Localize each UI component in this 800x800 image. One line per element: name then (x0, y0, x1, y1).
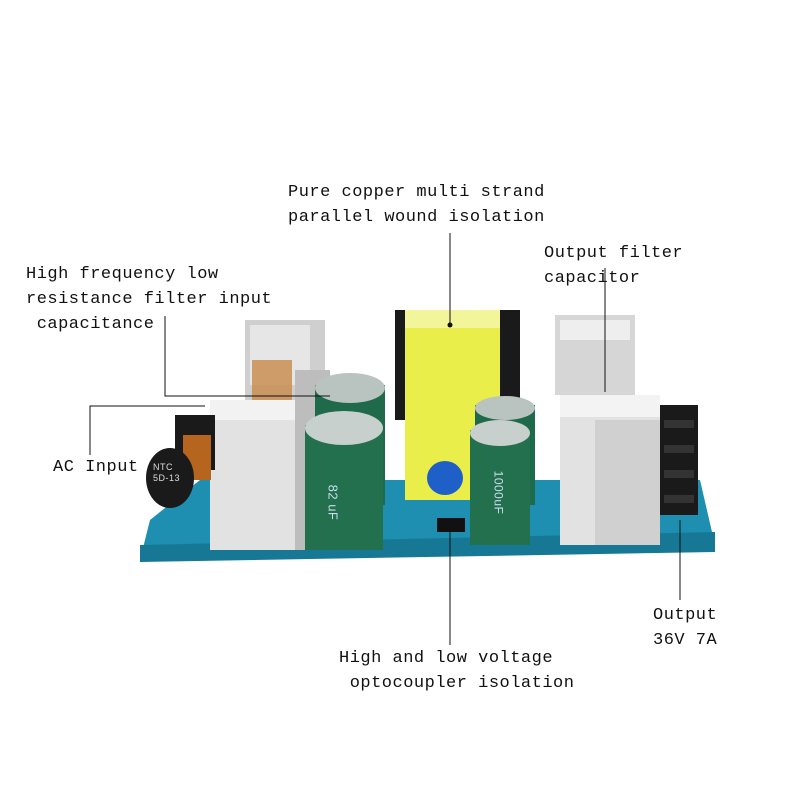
y-capacitor (427, 461, 463, 495)
leader-dot (447, 322, 453, 328)
leader-ac-input (89, 405, 205, 455)
output-cap-marking: 1000uF (491, 470, 506, 515)
label-line: High frequency low (26, 265, 219, 284)
left-heatsink (210, 320, 330, 550)
label-line: Pure copper multi strand (288, 183, 545, 202)
label-ac-input: AC Input (53, 458, 139, 477)
output-capacitor-front (470, 420, 530, 545)
input-capacitor-front (305, 411, 383, 550)
label-line: Output (653, 606, 718, 625)
label-line: 36V 7A (653, 631, 718, 650)
label-line: Output filter (544, 244, 684, 263)
input-cap-marking: 82 uF (325, 484, 341, 521)
label-optocoupler: High and low voltage optocoupler isolati… (339, 646, 574, 696)
ntc-thermistor (146, 448, 194, 508)
optocoupler-chip (437, 518, 465, 532)
label-line: resistance filter input (26, 290, 273, 309)
leader-input-cap (164, 316, 330, 397)
label-input-capacitance: High frequency low resistance filter inpu… (26, 262, 272, 337)
right-heatsink (555, 315, 660, 545)
label-line: optocoupler isolation (339, 674, 575, 693)
label-output-filter-capacitor: Output filter capacitor (544, 241, 683, 291)
output-terminal-block (660, 405, 698, 515)
ntc-marking-line: 5D-13 (153, 473, 181, 483)
label-output: Output 36V 7A (653, 603, 717, 653)
label-line: High and low voltage (339, 649, 554, 668)
label-line: capacitance (26, 315, 155, 334)
ntc-marking-line: NTC (153, 462, 173, 472)
leader-lines (89, 233, 681, 645)
label-line: parallel wound isolation (288, 208, 545, 227)
label-line: capacitor (544, 269, 641, 288)
label-transformer: Pure copper multi strand parallel wound i… (288, 180, 545, 230)
